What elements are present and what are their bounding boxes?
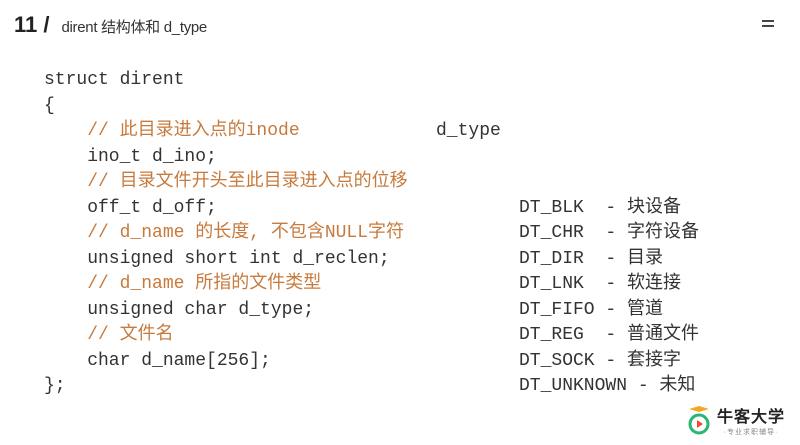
slide-header: 11 / dirent 结构体和 d_type [14,12,207,38]
dtype-item: DT_BLK - 块设备 [519,197,682,218]
code-line: { [44,95,55,116]
slide-title: dirent 结构体和 d_type [61,19,207,36]
dtype-title: d_type [436,121,501,141]
dtype-item: DT_FIFO - 管道 [519,299,664,320]
dtype-item: DT_CHR - 字符设备 [519,223,700,243]
dtype-item: DT_REG - 普通文件 [519,325,700,345]
code-line: }; [44,376,66,396]
code-line: struct dirent [44,70,185,90]
slide-number: 11 / [14,12,50,37]
code-comment: // 此目录进入点的inode [44,121,300,141]
dtype-code-block: d_type DT_BLK - 块设备 DT_CHR - 字符设备 DT_DIR -… [436,68,699,425]
dtype-item: DT_DIR - 目录 [519,248,664,269]
dtype-item: DT_LNK - 软连接 [519,274,682,294]
struct-code-block: struct dirent { // 此目录进入点的inode ino_t d_i… [44,68,408,400]
code-line: off_t d_off; [44,197,217,218]
logo-slogan: ·专业求职辅导· [723,429,779,436]
logo-name: 牛客大学 [717,409,786,426]
code-comment: // 目录文件开头至此目录进入点的位移 [44,172,408,192]
code-line: unsigned char d_type; [44,299,315,320]
logo-icon [688,406,710,435]
code-comment: // 文件名 [44,325,174,345]
dtype-item: DT_UNKNOWN - 未知 [519,376,696,396]
logo: 牛客大学 ·专业求职辅导· [686,403,785,437]
code-comment: // d_name 所指的文件类型 [44,274,322,294]
dtype-item: DT_SOCK - 套接字 [519,350,682,371]
code-comment: // d_name 的长度, 不包含NULL字符 [44,223,405,243]
menu-icon[interactable] [762,20,774,30]
code-line: unsigned short int d_reclen; [44,248,390,269]
code-line: char d_name[256]; [44,350,271,371]
code-line: ino_t d_ino; [44,146,217,167]
